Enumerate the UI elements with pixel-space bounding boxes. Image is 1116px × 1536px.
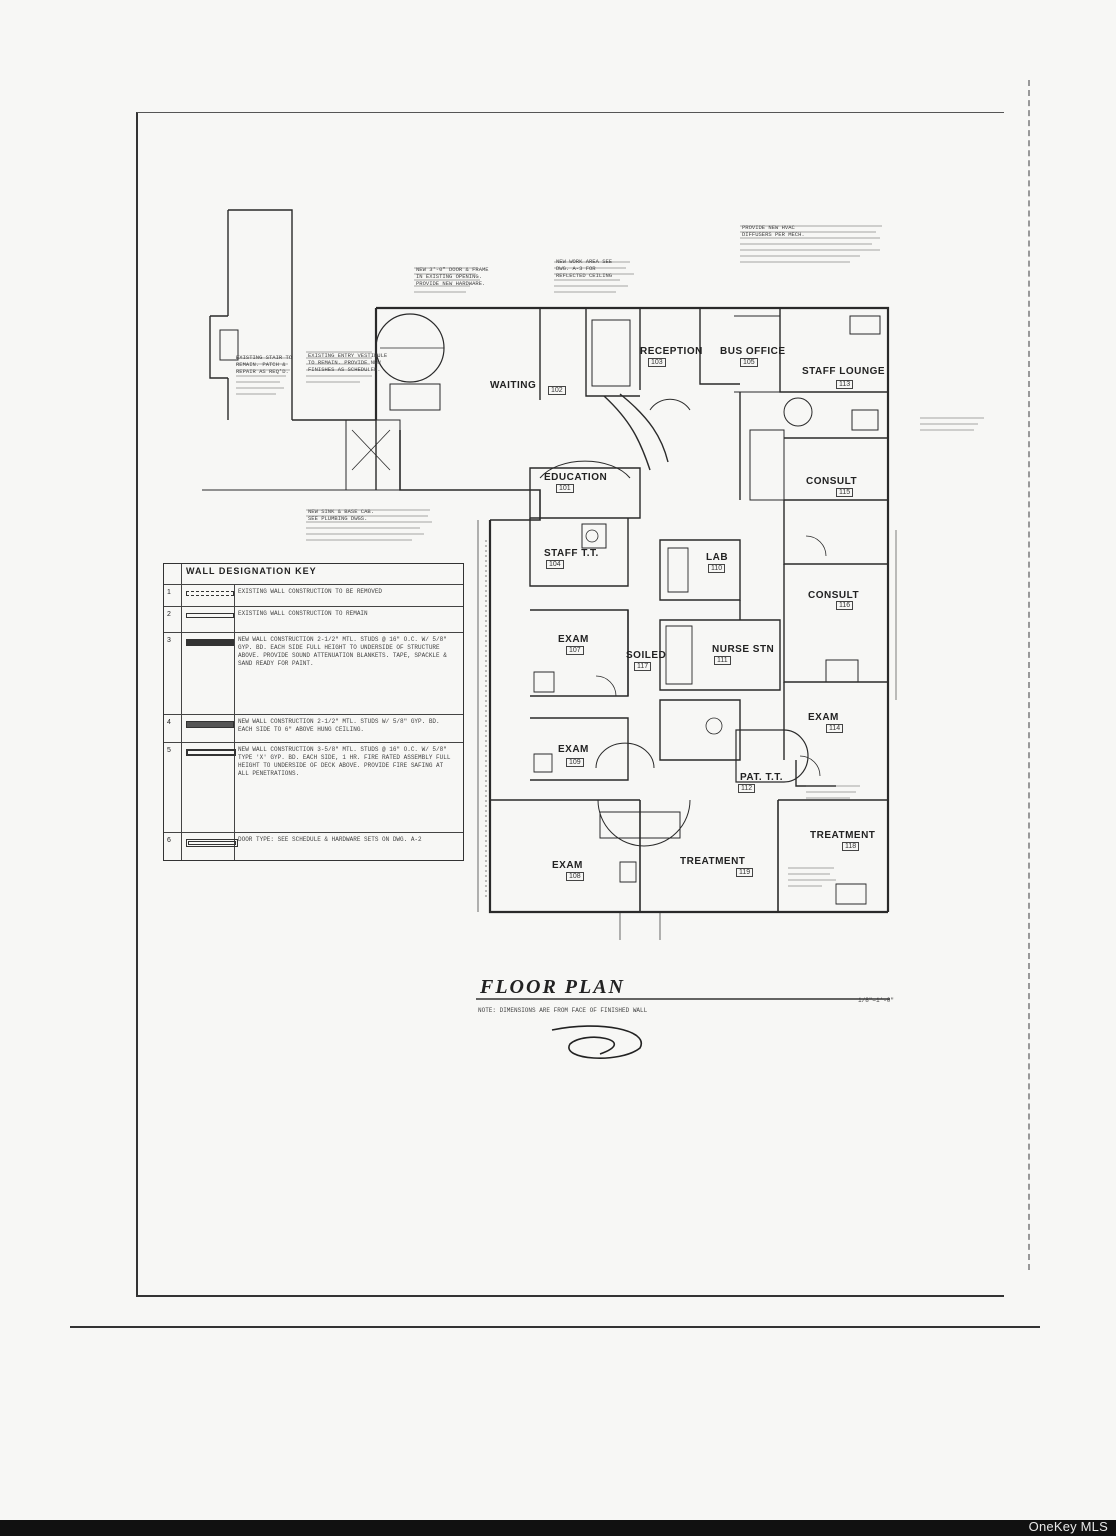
floor-plan-scale: 1/8"=1'-0" — [858, 997, 895, 1004]
room-label-soiled: SOILED — [626, 650, 667, 661]
floor-plan-title: FLOOR PLAN — [480, 976, 625, 998]
wall-key-row-text: NEW WALL CONSTRUCTION 2-1/2" MTL. STUDS … — [238, 718, 440, 733]
room-label-treatment-1: TREATMENT — [680, 856, 746, 867]
note-hvac: PROVIDE NEW HVAC DIFFUSERS PER MECH. — [742, 224, 805, 238]
room-label-exam-3: EXAM — [552, 860, 583, 871]
room-number-exam-3: 108 — [566, 872, 584, 881]
room-number-lab: 110 — [708, 564, 726, 573]
wall-type-swatch — [186, 613, 234, 618]
room-label-exam-1: EXAM — [558, 634, 589, 645]
room-number-consult-1: 115 — [836, 488, 854, 497]
wall-type-swatch — [186, 721, 234, 728]
wall-key-row: 4 NEW WALL CONSTRUCTION 2-1/2" MTL. STUD… — [164, 714, 463, 742]
wall-key-row: 1 EXISTING WALL CONSTRUCTION TO BE REMOV… — [164, 584, 463, 606]
note-new-door: NEW 3'-0" DOOR & FRAME IN EXISTING OPENI… — [416, 266, 489, 287]
room-label-education: EDUCATION — [544, 472, 608, 483]
note-existing-stair: EXISTING STAIR TO REMAIN. PATCH & REPAIR… — [236, 354, 293, 375]
note-reflected-ceiling: NEW WORK AREA SEE DWG. A-3 FOR REFLECTED… — [556, 258, 613, 279]
wall-key-row-number: 4 — [167, 719, 171, 726]
wall-key-row-text: DOOR TYPE: SEE SCHEDULE & HARDWARE SETS … — [238, 836, 422, 843]
room-label-staff-tlt: STAFF T.T. — [544, 548, 599, 559]
drawing-border — [136, 112, 1004, 1297]
bottom-rule — [70, 1326, 1040, 1328]
room-number-staff-lounge: 113 — [836, 380, 854, 389]
wall-type-swatch — [186, 591, 234, 596]
room-number-treatment-1: 119 — [736, 868, 754, 877]
room-number-education: 101 — [556, 484, 574, 493]
wall-key-row: 6 DOOR TYPE: SEE SCHEDULE & HARDWARE SET… — [164, 832, 463, 860]
room-number-treatment-2: 118 — [842, 842, 860, 851]
room-number-soiled: 117 — [634, 662, 652, 671]
room-number-staff-tlt: 104 — [546, 560, 564, 569]
room-label-waiting: WAITING — [490, 380, 537, 391]
watermark: OneKey MLS — [1028, 1519, 1108, 1534]
wall-type-swatch — [186, 749, 236, 756]
wall-key-row-number: 1 — [167, 589, 171, 596]
room-label-reception: RECEPTION — [640, 346, 703, 357]
note-sink: NEW SINK & BASE CAB. SEE PLUMBING DWGS. — [308, 508, 375, 522]
note-entry-vestibule: EXISTING ENTRY VESTIBULE TO REMAIN. PROV… — [308, 352, 388, 373]
room-number-exam-2: 109 — [566, 758, 584, 767]
wall-type-swatch — [186, 839, 238, 847]
room-number-exam-1: 107 — [566, 646, 584, 655]
room-number-nurse-stn: 111 — [714, 656, 731, 665]
room-label-nurse-stn: NURSE STN — [712, 644, 775, 655]
room-number-consult-2: 116 — [836, 601, 854, 610]
room-label-pat-tlt: PAT. T.T. — [740, 772, 784, 783]
room-number-waiting: 102 — [548, 386, 566, 395]
room-number-bus-office: 105 — [740, 358, 758, 367]
room-label-staff-lounge: STAFF LOUNGE — [802, 366, 886, 377]
room-label-consult-1: CONSULT — [806, 476, 858, 487]
wall-key-title: WALL DESIGNATION KEY — [186, 566, 317, 576]
wall-key-row-text: NEW WALL CONSTRUCTION 3-5/8" MTL. STUDS … — [238, 746, 451, 777]
room-label-bus-office: BUS OFFICE — [720, 346, 786, 357]
room-label-exam-2: EXAM — [558, 744, 589, 755]
room-label-consult-2: CONSULT — [808, 590, 860, 601]
room-number-exam-4: 114 — [826, 724, 844, 733]
wall-type-swatch — [186, 639, 234, 646]
scan-edge-line — [1028, 80, 1030, 1270]
wall-key-row-number: 6 — [167, 837, 171, 844]
wall-key-row-text: EXISTING WALL CONSTRUCTION TO REMAIN — [238, 610, 368, 617]
wall-key-row-number: 3 — [167, 637, 171, 644]
room-number-pat-tlt: 112 — [738, 784, 756, 793]
wall-designation-key: WALL DESIGNATION KEY 1 EXISTING WALL CON… — [163, 563, 464, 861]
signature-scribble — [551, 1025, 643, 1059]
scan-bottom-band — [0, 1520, 1116, 1536]
room-number-reception: 103 — [648, 358, 666, 367]
wall-key-row-number: 2 — [167, 611, 171, 618]
wall-key-row-number: 5 — [167, 747, 171, 754]
wall-key-row-text: NEW WALL CONSTRUCTION 2-1/2" MTL. STUDS … — [238, 636, 447, 667]
wall-key-row: 5 NEW WALL CONSTRUCTION 3-5/8" MTL. STUD… — [164, 742, 463, 832]
wall-key-row-text: EXISTING WALL CONSTRUCTION TO BE REMOVED — [238, 588, 383, 595]
room-label-treatment-2: TREATMENT — [810, 830, 876, 841]
room-label-lab: LAB — [706, 552, 729, 563]
wall-key-row: 2 EXISTING WALL CONSTRUCTION TO REMAIN — [164, 606, 463, 632]
wall-key-row: 3 NEW WALL CONSTRUCTION 2-1/2" MTL. STUD… — [164, 632, 463, 714]
room-label-exam-4: EXAM — [808, 712, 839, 723]
floor-plan-note: NOTE: DIMENSIONS ARE FROM FACE OF FINISH… — [478, 1007, 648, 1014]
